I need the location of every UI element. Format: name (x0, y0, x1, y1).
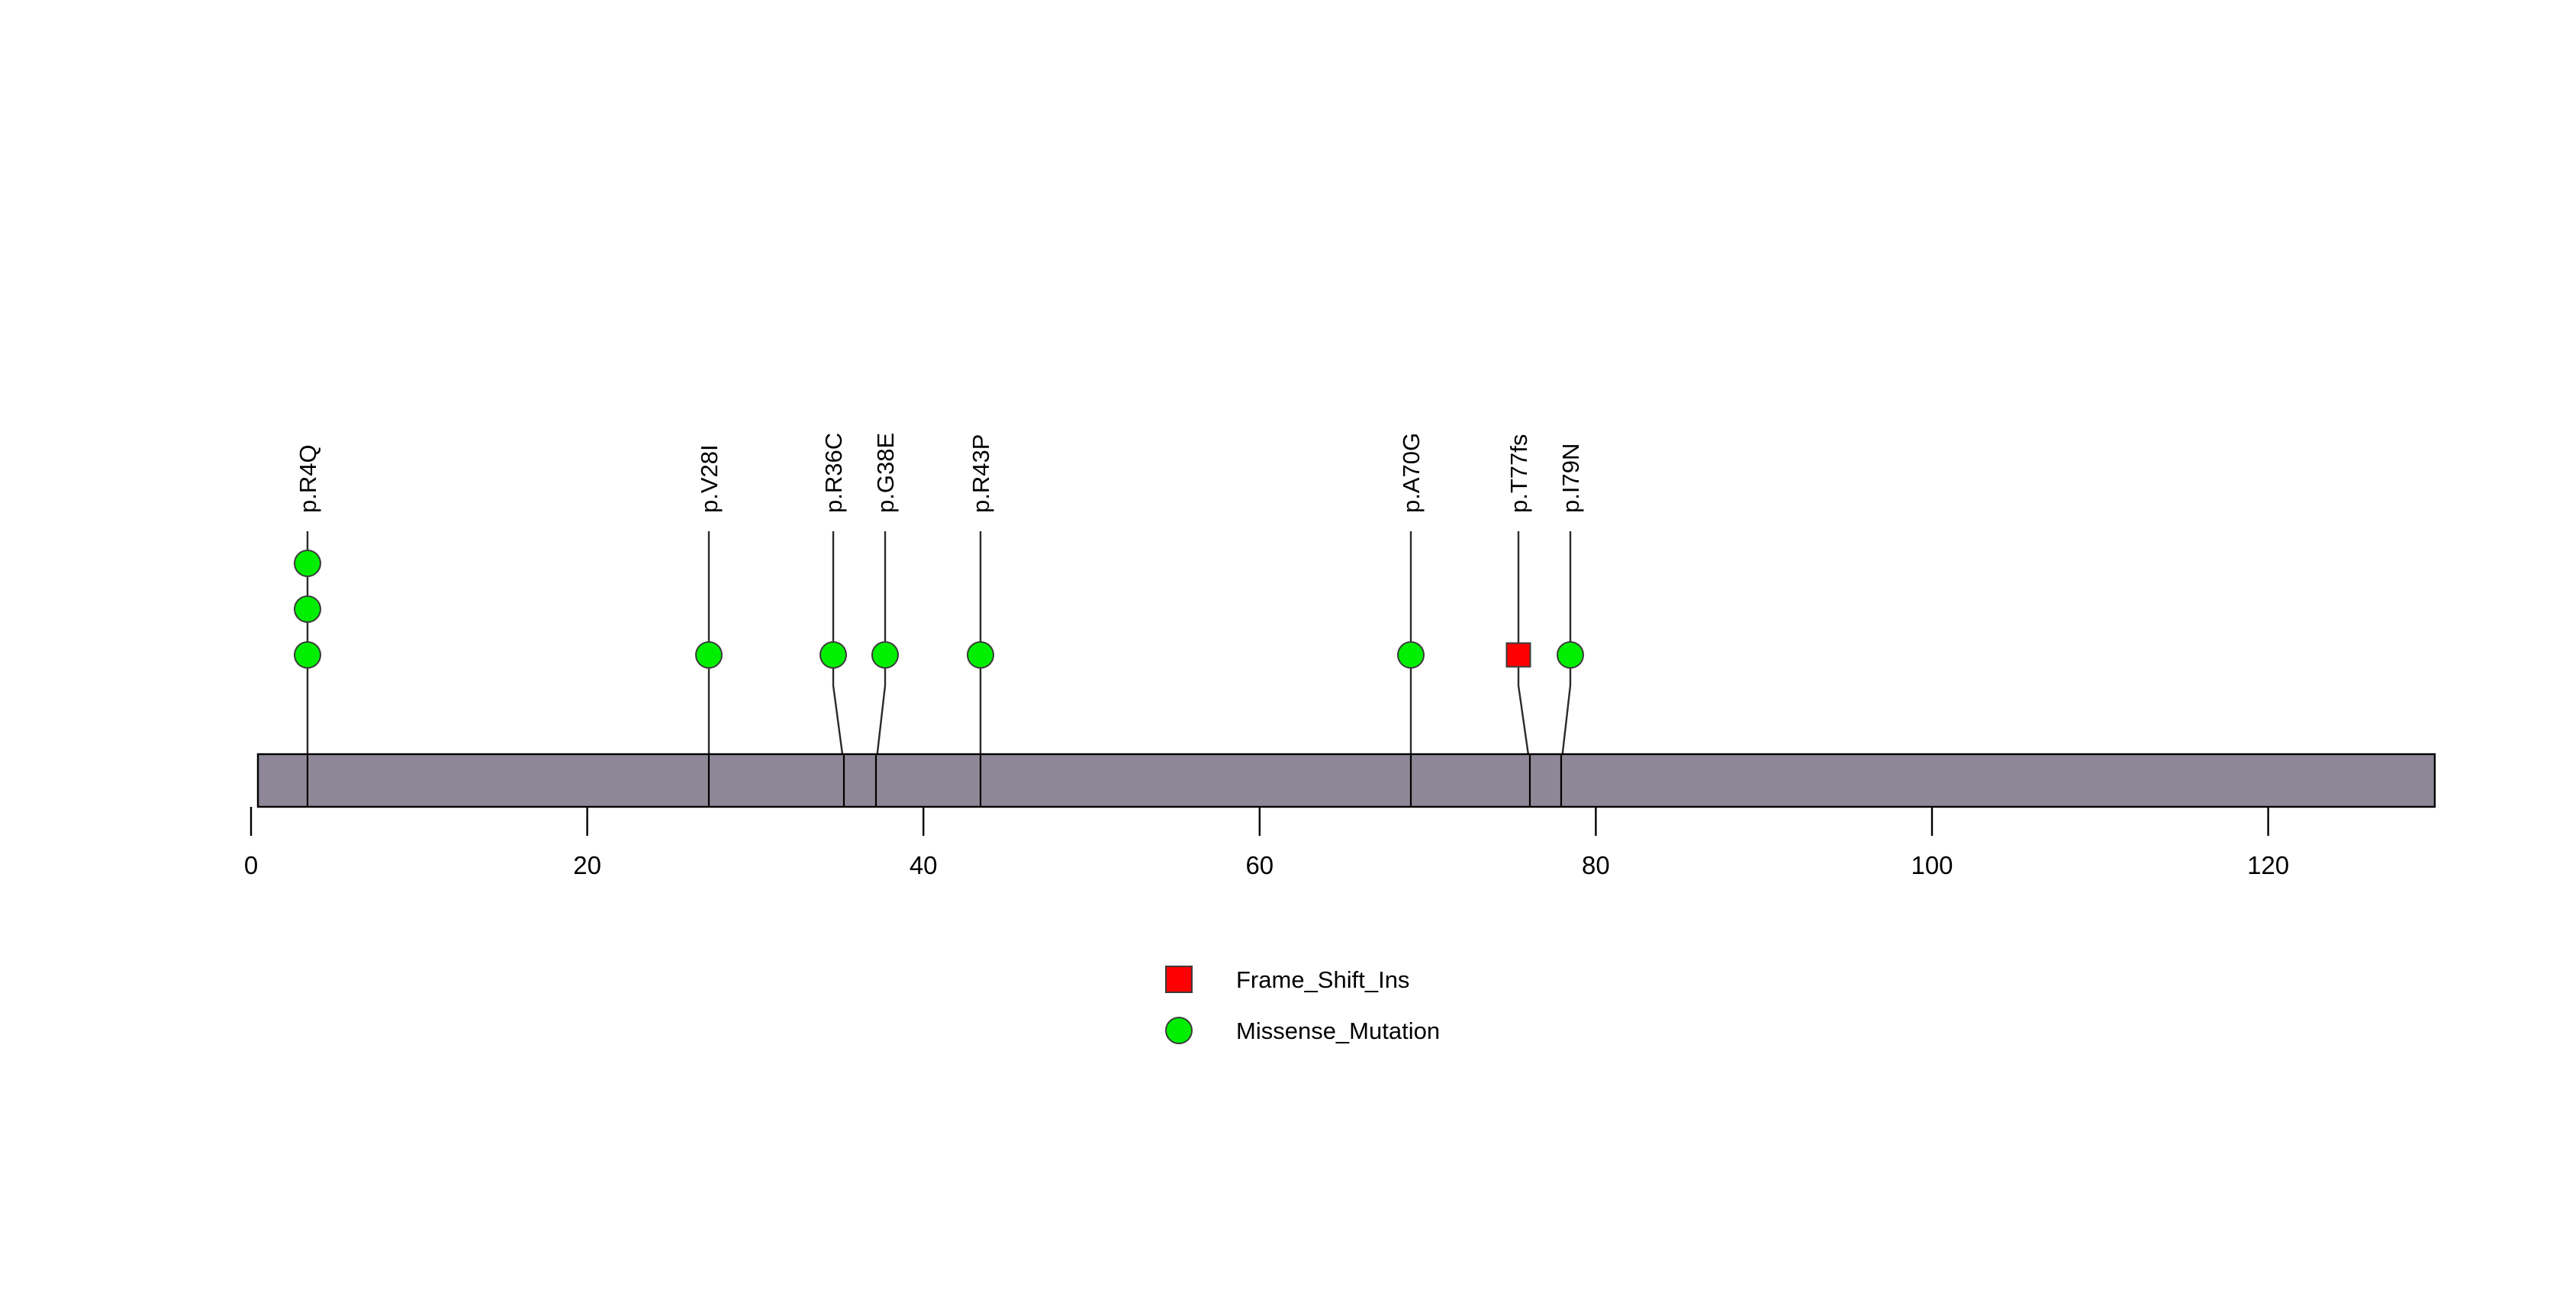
legend-label: Missense_Mutation (1236, 1017, 1440, 1044)
x-axis-tick-label: 40 (910, 851, 938, 879)
mutation-markers-group (294, 550, 1584, 669)
mutation-label: p.V28I (696, 444, 723, 513)
protein-backbone-group (256, 753, 2436, 808)
mutation-marker-circle[interactable] (294, 641, 321, 669)
lollipop-stems-group (306, 531, 1572, 807)
x-axis-tick-label: 0 (244, 851, 258, 879)
protein-domain-separators (306, 754, 1563, 807)
mutation-label: p.G38E (872, 433, 899, 513)
mutation-marker-circle[interactable] (1397, 641, 1425, 669)
mutation-marker-circle[interactable] (695, 641, 723, 669)
mutation-label: p.A70G (1398, 433, 1425, 513)
x-axis-group: 0 20 40 60 80 100 120 (244, 807, 2289, 879)
mutation-label: p.R43P (968, 434, 994, 513)
legend-label: Frame_Shift_Ins (1236, 966, 1409, 993)
x-axis-tick-label: 80 (1582, 851, 1610, 879)
mutation-labels-group: p.R4Q p.V28I p.R36C p.G38E p.R43P p.A70G p.T77… (295, 433, 1584, 513)
mutation-label: p.R4Q (295, 444, 321, 513)
mutation-marker-circle[interactable] (871, 641, 899, 669)
x-axis-tick-label: 120 (2247, 851, 2289, 879)
mutation-marker-circle[interactable] (819, 641, 847, 669)
mutation-label: p.R36C (820, 433, 847, 513)
x-axis-tick-label: 60 (1245, 851, 1274, 879)
mutation-label: p.I79N (1557, 443, 1584, 513)
mutation-marker-circle[interactable] (967, 641, 994, 669)
protein-backbone-bar (256, 753, 2436, 808)
x-axis-tick-label: 20 (573, 851, 601, 879)
legend-swatch-circle[interactable] (1165, 1017, 1193, 1044)
x-axis-tick-label: 100 (1911, 851, 1953, 879)
mutation-marker-circle[interactable] (294, 550, 321, 577)
mutation-marker-circle[interactable] (1557, 641, 1584, 669)
mutation-label: p.T77fs (1505, 434, 1532, 513)
legend-swatch-square[interactable] (1165, 966, 1193, 993)
mutation-marker-square[interactable] (1505, 642, 1531, 668)
mutation-marker-circle[interactable] (294, 595, 321, 623)
